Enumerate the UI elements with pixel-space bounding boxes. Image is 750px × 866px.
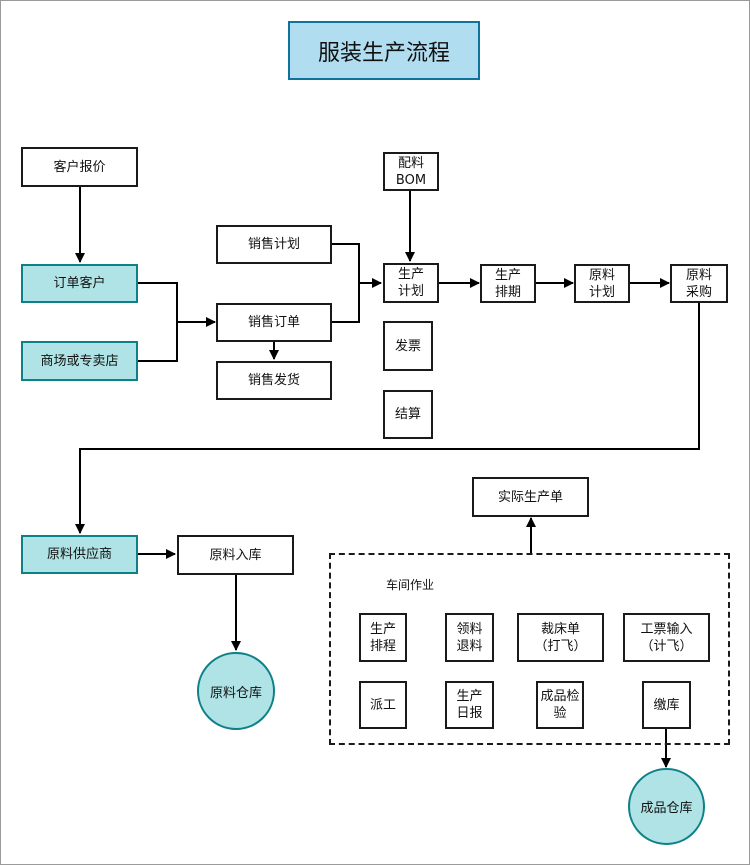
node-material-warehouse[interactable]: 原料仓库 [197,652,275,730]
node-material-purchase[interactable]: 原料 采购 [670,264,728,303]
node-production-plan[interactable]: 生产 计划 [383,263,439,303]
page-title: 服装生产流程 [288,21,480,80]
node-ws-dispatch[interactable]: 派工 [359,681,407,729]
node-ws-material[interactable]: 领料 退料 [445,613,494,662]
node-material-plan[interactable]: 原料 计划 [574,264,630,303]
node-actual-production-order[interactable]: 实际生产单 [472,477,589,517]
edge-customers-to-sales-order [138,282,215,362]
node-ws-ticket[interactable]: 工票输入 （计飞） [623,613,710,662]
node-mall-store[interactable]: 商场或专卖店 [21,341,138,381]
node-finished-warehouse[interactable]: 成品仓库 [628,768,705,845]
node-sales-shipping[interactable]: 销售发货 [216,361,332,400]
edge-purchase-to-supplier [75,303,700,534]
workshop-label: 车间作业 [386,578,435,592]
node-ws-storage[interactable]: 缴库 [642,681,691,729]
workshop-group [329,553,730,745]
node-customer-quote[interactable]: 客户报价 [21,147,138,187]
node-production-schedule[interactable]: 生产 排期 [480,264,536,303]
node-invoice[interactable]: 发票 [383,321,433,371]
node-ws-inspection[interactable]: 成品检验 [536,681,584,729]
node-order-customer[interactable]: 订单客户 [21,264,138,303]
node-ws-daily-report[interactable]: 生产 日报 [445,681,494,729]
node-bom[interactable]: 配料 BOM [383,152,439,191]
node-sales-plan[interactable]: 销售计划 [216,225,332,264]
edge-sales-to-production-plan [332,243,381,323]
node-ws-cutting[interactable]: 裁床单 （打飞） [517,613,604,662]
node-material-supplier[interactable]: 原料供应商 [21,535,138,574]
node-settlement[interactable]: 结算 [383,390,433,439]
node-sales-order[interactable]: 销售订单 [216,303,332,342]
node-material-inbound[interactable]: 原料入库 [177,535,294,575]
node-ws-schedule[interactable]: 生产 排程 [359,613,407,662]
